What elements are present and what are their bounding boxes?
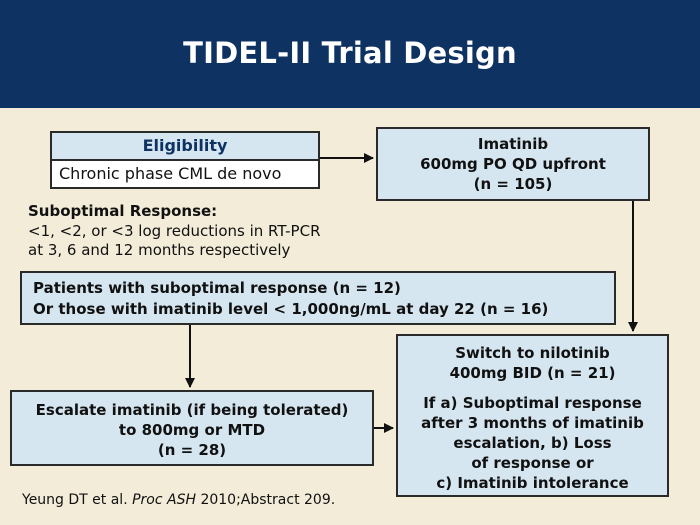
patients-line: Or those with imatinib level < 1,000ng/m…	[33, 300, 549, 318]
imatinib-line: (n = 105)	[473, 175, 553, 193]
switch-line: c) Imatinib intolerance	[436, 474, 629, 492]
imatinib-line: 600mg PO QD upfront	[420, 155, 606, 173]
suboptimal-line: at 3, 6 and 12 months respectively	[28, 241, 291, 259]
escalate-line: Escalate imatinib (if being tolerated)	[35, 401, 349, 419]
switch-line: If a) Suboptimal response	[423, 394, 642, 412]
citation: Yeung DT et al. Proc ASH 2010;Abstract 2…	[22, 492, 335, 508]
title-banner	[0, 0, 700, 108]
switch-line: of response or	[471, 454, 594, 472]
slide-title: TIDEL-II Trial Design	[183, 36, 517, 70]
patients-line: Patients with suboptimal response (n = 1…	[33, 279, 401, 297]
citation-authors: Yeung DT et al.	[22, 492, 133, 508]
switch-line: Switch to nilotinib	[455, 344, 610, 362]
imatinib-line: Imatinib	[477, 135, 549, 153]
patients-box: Patients with suboptimal response (n = 1…	[20, 271, 616, 325]
imatinib-box: Imatinib 600mg PO QD upfront (n = 105)	[376, 127, 650, 201]
escalate-line: (n = 28)	[157, 441, 227, 459]
suboptimal-line: <1, <2, or <3 log reductions in RT-PCR	[28, 221, 321, 240]
switch-line: 400mg BID (n = 21)	[449, 364, 616, 382]
switch-box: Switch to nilotinib 400mg BID (n = 21) I…	[396, 334, 669, 497]
escalate-line: to 800mg or MTD	[118, 421, 266, 439]
suboptimal-response-note: Suboptimal Response: <1, <2, or <3 log r…	[28, 202, 321, 261]
citation-rest: 2010;Abstract 209.	[196, 492, 336, 508]
eligibility-text: Chronic phase CML de novo	[50, 159, 320, 189]
switch-line: after 3 months of imatinib	[421, 414, 644, 432]
eligibility-heading: Eligibility	[50, 131, 320, 159]
escalate-box: Escalate imatinib (if being tolerated) t…	[10, 390, 374, 466]
switch-line: escalation, b) Loss	[453, 434, 612, 452]
citation-journal: Proc ASH	[132, 492, 196, 508]
suboptimal-heading: Suboptimal Response:	[28, 202, 218, 220]
